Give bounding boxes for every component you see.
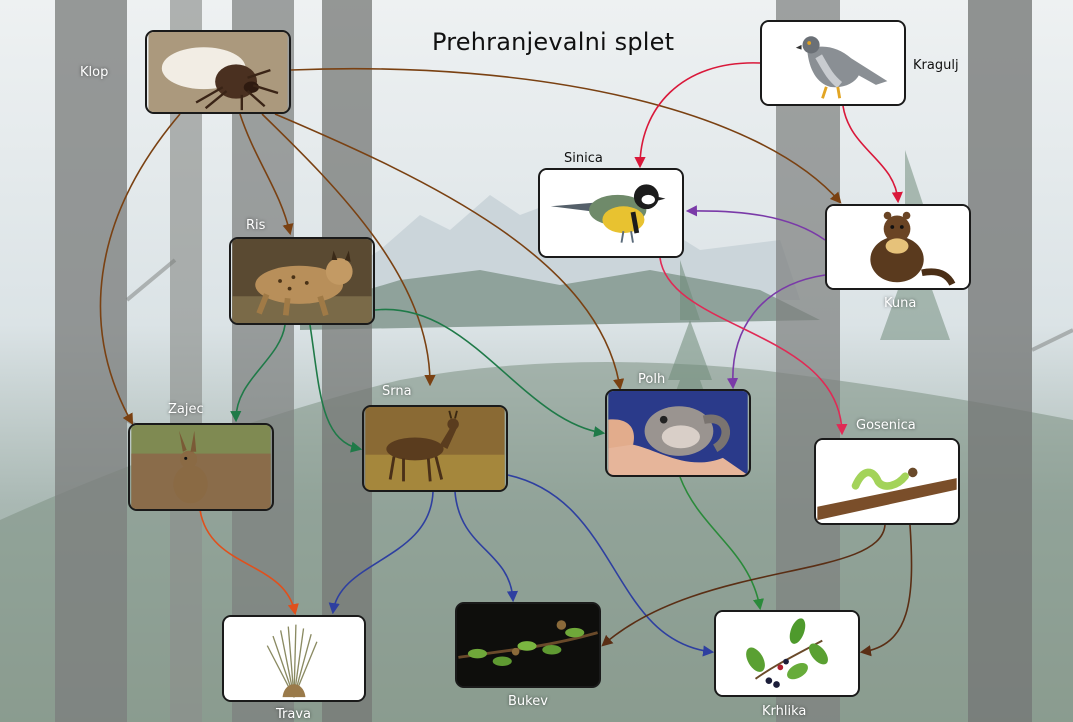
great-tit-image [540, 170, 682, 256]
bukev-card [455, 602, 601, 688]
kragulj-label: Kragulj [913, 58, 959, 73]
sinica-label: Sinica [564, 151, 603, 166]
kuna-card [825, 204, 971, 290]
tick-image [147, 32, 289, 112]
polh-card [605, 389, 751, 477]
hare-image [130, 425, 272, 509]
klop-card [145, 30, 291, 114]
sinica-card [538, 168, 684, 258]
grass-image [224, 617, 364, 700]
ris-label: Ris [246, 218, 265, 233]
ris-card [229, 237, 375, 325]
srna-card [362, 405, 508, 492]
diagram-title: Prehranjevalni splet [432, 28, 674, 56]
srna-label: Srna [382, 384, 412, 399]
krhlika-label: Krhlika [762, 704, 806, 719]
krhlika-card [714, 610, 860, 697]
bukev-label: Bukev [508, 694, 548, 709]
kuna-label: Kuna [884, 296, 916, 311]
dormouse-image [607, 391, 749, 475]
gosenica-card [814, 438, 960, 525]
gosenica-label: Gosenica [856, 418, 916, 433]
trava-label: Trava [276, 707, 311, 722]
klop-label: Klop [80, 65, 108, 80]
caterpillar-image [816, 440, 958, 523]
beech-image [457, 604, 599, 686]
marten-image [827, 206, 969, 288]
lynx-image [231, 239, 373, 323]
zajec-card [128, 423, 274, 511]
trava-card [222, 615, 366, 702]
hawk-image [762, 22, 904, 104]
roe-deer-image [364, 407, 506, 490]
zajec-label: Zajec [168, 402, 204, 417]
polh-label: Polh [638, 372, 665, 387]
alder-buckthorn-image [716, 612, 858, 695]
kragulj-card [760, 20, 906, 106]
